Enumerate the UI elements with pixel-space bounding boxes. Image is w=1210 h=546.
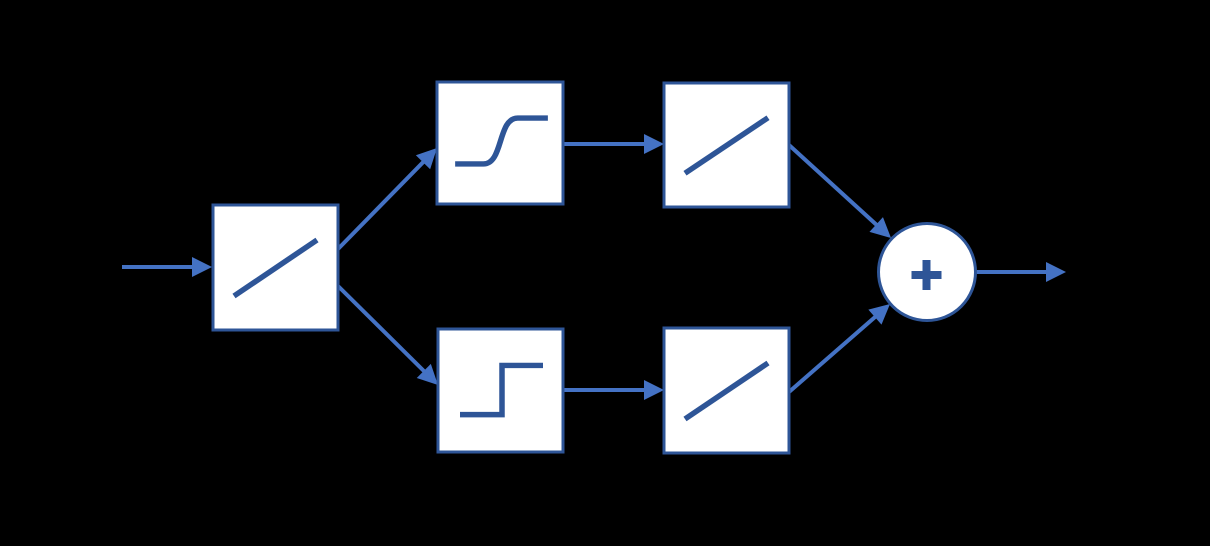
arrow-linear-input-to-sigmoid [336, 148, 437, 251]
arrow-input [122, 257, 212, 277]
step-function-icon [460, 362, 543, 418]
node-linear-input [211, 203, 340, 332]
arrowhead-icon [415, 148, 437, 170]
node-step [436, 327, 565, 454]
arrowhead-icon [1046, 262, 1066, 282]
node-sigmoid [435, 80, 565, 206]
arrowhead-icon [192, 257, 212, 277]
plus-icon [911, 260, 942, 290]
arrowhead-icon [644, 134, 664, 154]
arrow-step-to-linear-bottom [563, 380, 664, 400]
linear-function-icon [683, 115, 770, 176]
arrow-linear-input-to-step [336, 284, 438, 385]
arrowhead-icon [869, 217, 891, 238]
arrow-sigmoid-to-linear-top [563, 134, 664, 154]
arrowhead-icon [644, 380, 664, 400]
arrowhead-icon [868, 304, 890, 325]
arrow-linear-bottom-to-sum [787, 304, 890, 394]
linear-function-icon [232, 237, 319, 299]
linear-function-icon [683, 360, 770, 422]
node-sum [877, 222, 977, 322]
node-linear-bottom [662, 326, 791, 455]
node-linear-top [662, 81, 791, 209]
arrow-linear-top-to-sum [787, 143, 891, 238]
sigmoid-function-icon [455, 115, 548, 167]
arrow-output [976, 262, 1066, 282]
arrowhead-icon [416, 363, 438, 385]
